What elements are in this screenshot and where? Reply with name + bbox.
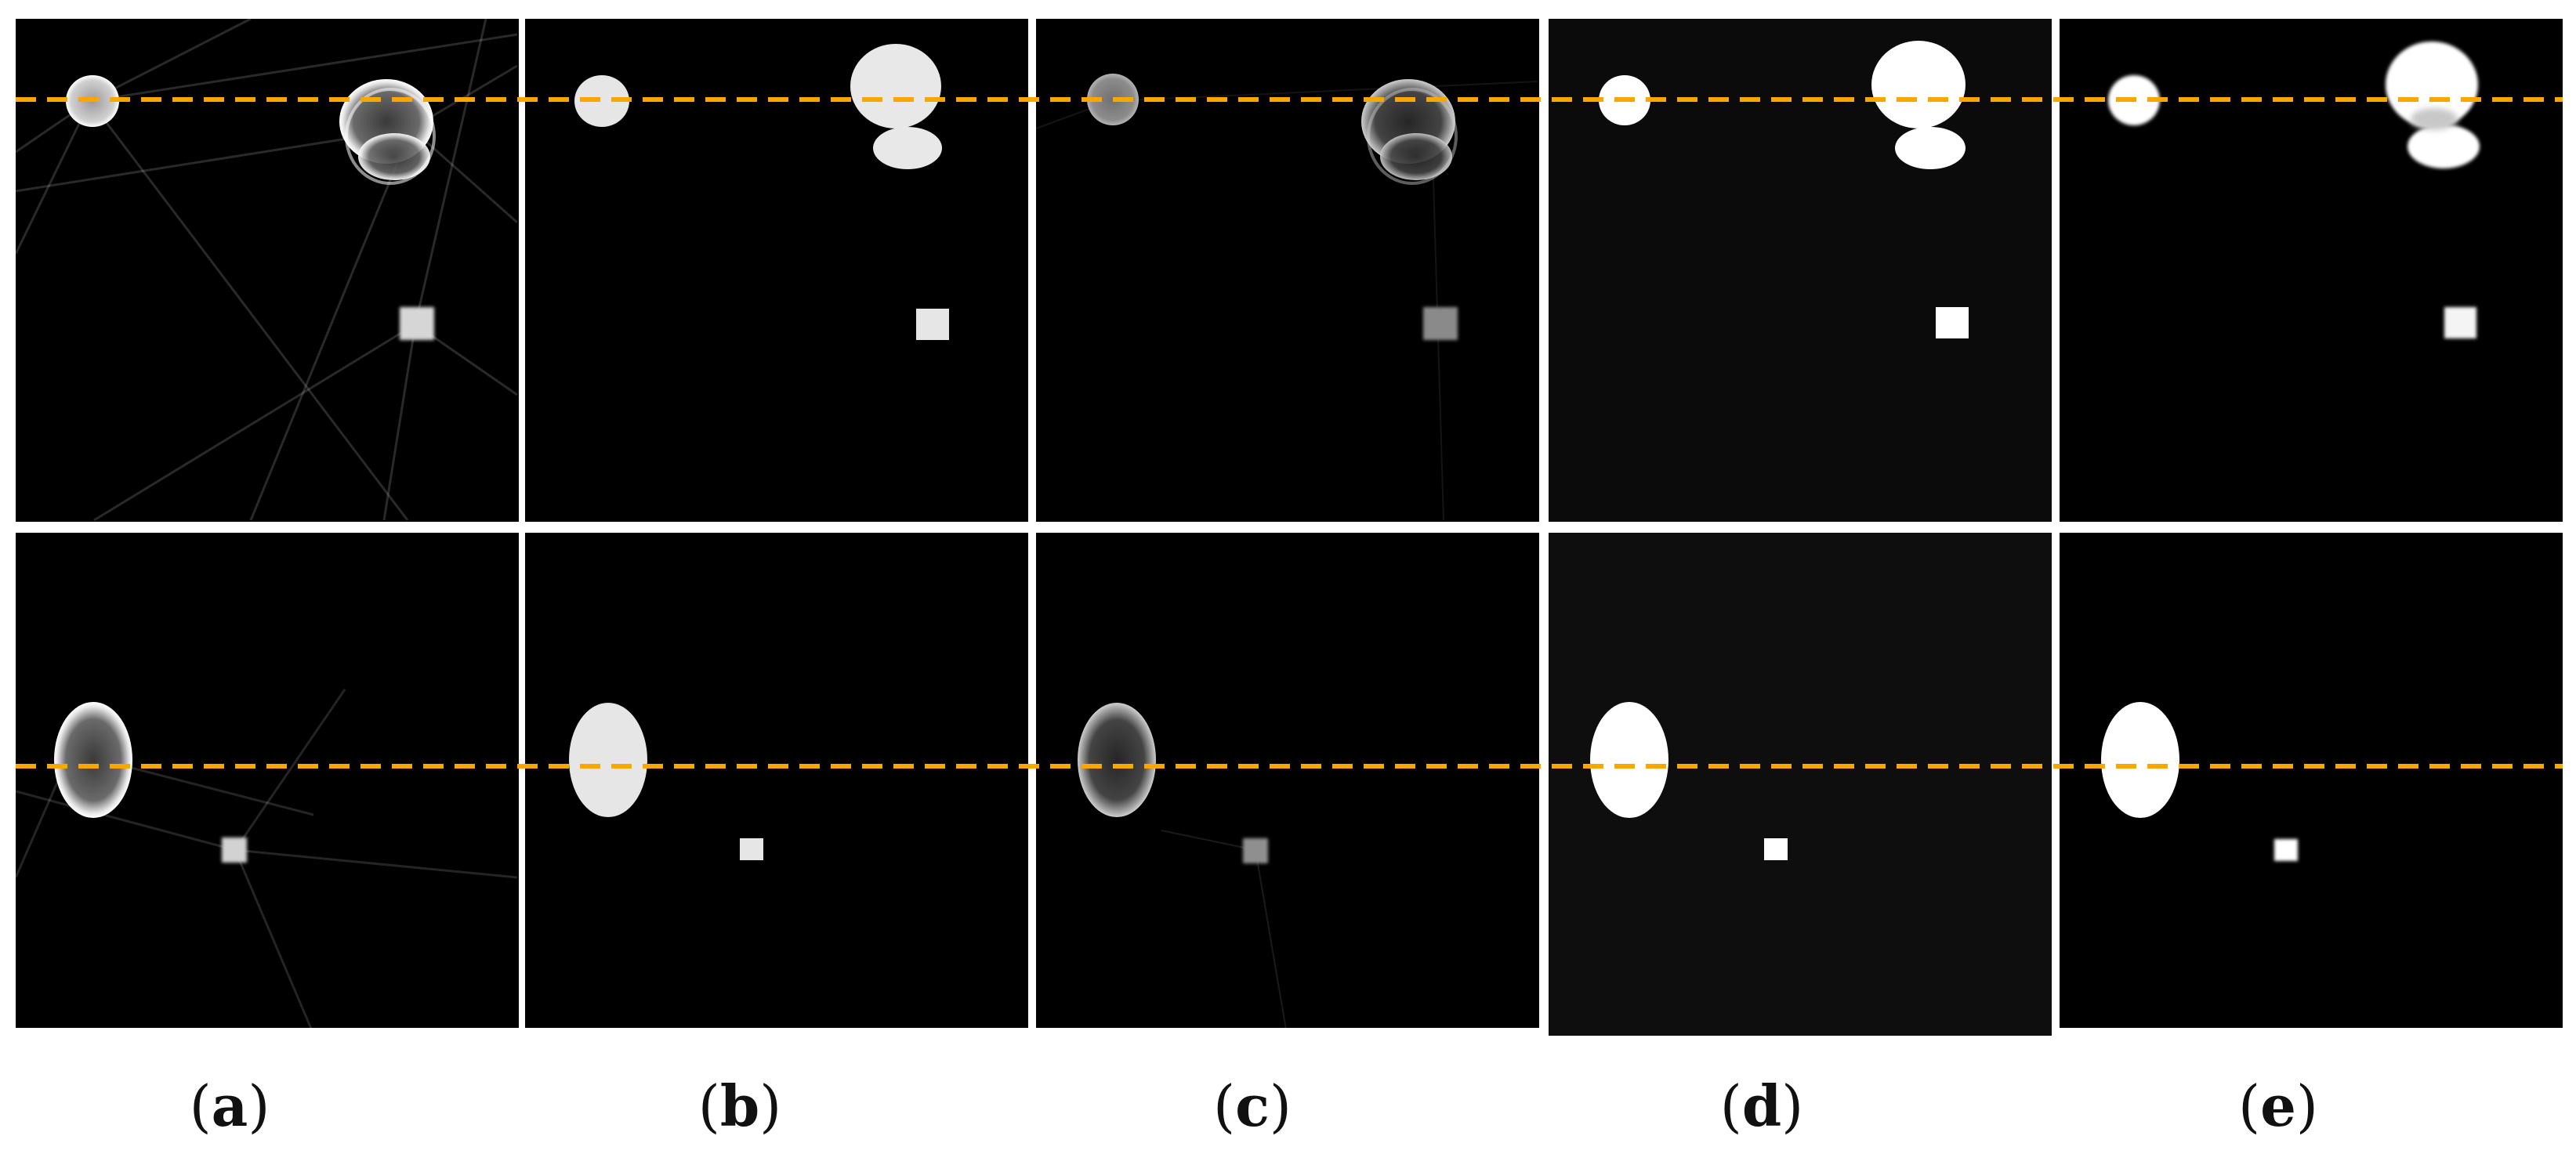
- panel-d-bottom: [1549, 533, 2052, 1036]
- caption-b: (b): [697, 1073, 782, 1139]
- caption-e-letter: e: [2260, 1073, 2296, 1139]
- caption-d-letter: d: [1741, 1073, 1782, 1139]
- caption-a: (a): [189, 1073, 270, 1139]
- panel-e-top: [2060, 19, 2563, 522]
- caption-c-letter: c: [1235, 1073, 1270, 1139]
- panel-b-bottom: [525, 533, 1028, 1028]
- caption-b-letter: b: [719, 1073, 760, 1139]
- caption-c: (c): [1212, 1073, 1292, 1139]
- panel-b-top: [525, 19, 1028, 522]
- panel-e-bottom: [2060, 533, 2563, 1028]
- panel-d-top: [1549, 19, 2052, 522]
- caption-d: (d): [1719, 1073, 1804, 1139]
- caption-a-letter: a: [211, 1073, 248, 1139]
- panel-a-top: [16, 19, 519, 522]
- caption-e: (e): [2238, 1073, 2318, 1139]
- panel-c-top: [1036, 19, 1539, 522]
- panel-a-bottom: [16, 533, 519, 1034]
- panel-c-bottom: [1036, 533, 1539, 1034]
